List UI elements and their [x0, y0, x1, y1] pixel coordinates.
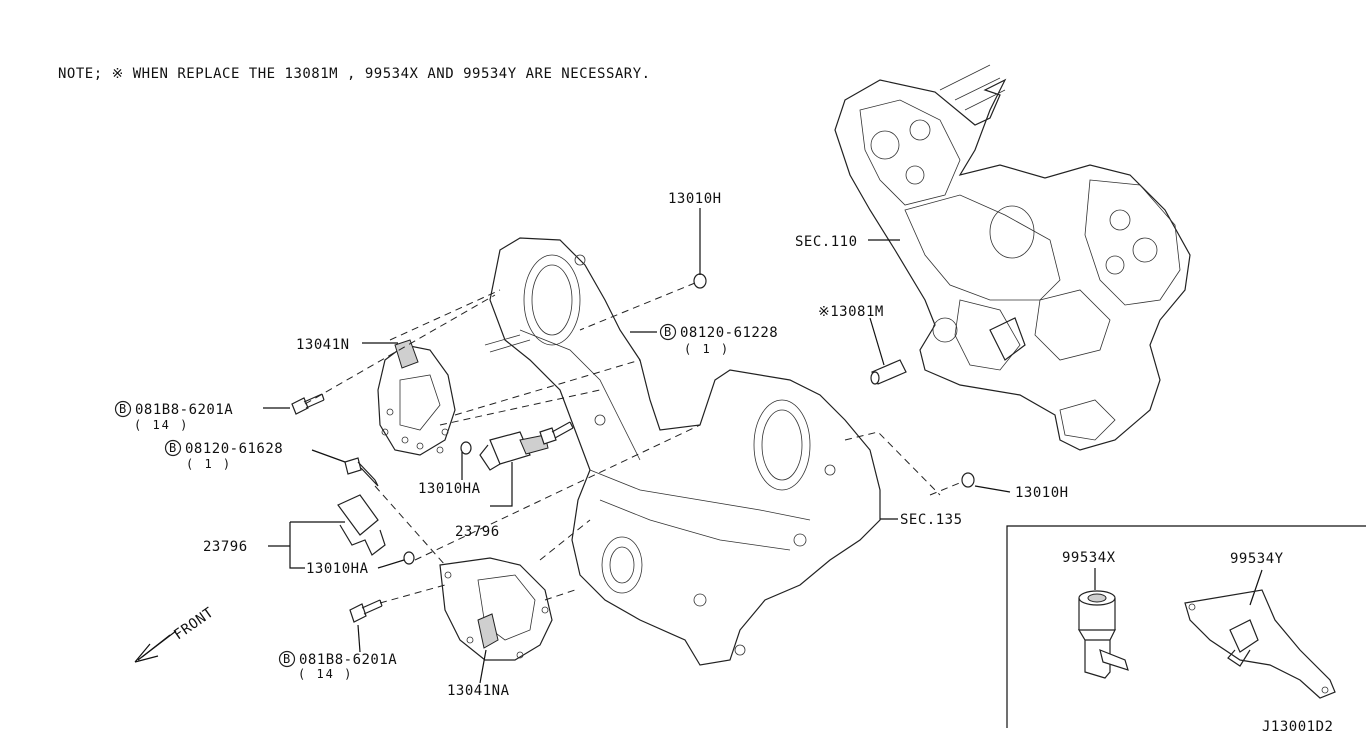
- bolt-marker-icon: [164, 439, 182, 457]
- label-front: FRONT: [171, 605, 217, 644]
- bolt-08120-61228: [539, 421, 574, 445]
- label-13010HA-upper: 13010HA: [418, 481, 481, 497]
- label-sec110: SEC.110: [795, 234, 858, 250]
- engine-block-sec110: [834, 64, 1191, 451]
- front-arrow-icon: [134, 630, 177, 663]
- label-08120-61228: 08120-61228: [680, 325, 778, 341]
- bolt-marker-letter: B: [283, 652, 292, 666]
- diagram-id: J13001D2: [1262, 719, 1333, 735]
- bolt-081B8-top: [291, 393, 325, 415]
- bracket-99534Y: [1184, 589, 1336, 699]
- label-sec135: SEC.135: [900, 512, 963, 528]
- solenoid-23796-center: [460, 431, 549, 471]
- label-13010H-right: 13010H: [1015, 485, 1069, 501]
- label-13010H-top: 13010H: [668, 191, 722, 207]
- label-13081M: ※13081M: [818, 304, 884, 320]
- bolt-marker-icon: [659, 323, 677, 341]
- inset-frame: [1006, 525, 1366, 728]
- bolt-marker-letter: B: [119, 402, 128, 416]
- label-081B8-top: 081B8-6201A: [135, 402, 233, 418]
- leader-99534Y: [1249, 569, 1263, 606]
- bolt-08120-61628: [344, 457, 379, 487]
- cover-13041NA: [439, 557, 553, 661]
- label-08120-61228-qty: ( 1 ): [684, 342, 730, 356]
- seal-13010H-top: [693, 273, 707, 289]
- cover-13041N: [377, 339, 456, 456]
- solenoid-23796-left: [337, 494, 415, 565]
- bolt-marker-letter: B: [664, 325, 673, 339]
- bolt-marker-letter: B: [169, 441, 178, 455]
- label-08120-61628: 08120-61628: [185, 441, 283, 457]
- label-99534Y: 99534Y: [1230, 551, 1284, 567]
- bolt-marker-icon: [278, 650, 296, 668]
- label-99534X: 99534X: [1062, 550, 1116, 566]
- sensor-99534X: [1077, 590, 1129, 679]
- label-13010HA-lower: 13010HA: [306, 561, 369, 577]
- bolt-081B8-bottom: [349, 599, 383, 623]
- label-081B8-bottom-qty: ( 14 ): [298, 667, 353, 681]
- label-13041NA: 13041NA: [447, 683, 510, 699]
- label-08120-61628-qty: ( 1 ): [186, 457, 232, 471]
- label-081B8-bottom: 081B8-6201A: [299, 652, 397, 668]
- assembly-lines: [304, 282, 963, 604]
- timing-cover-sec135: [484, 237, 881, 666]
- label-23796-left: 23796: [203, 539, 248, 555]
- label-081B8-top-qty: ( 14 ): [134, 418, 189, 432]
- seal-13010H-right: [961, 472, 975, 488]
- note-text: NOTE; ※ WHEN REPLACE THE 13081M , 99534X…: [58, 66, 651, 82]
- label-13041N: 13041N: [296, 337, 350, 353]
- bolt-marker-icon: [114, 400, 132, 418]
- label-23796-center: 23796: [455, 524, 500, 540]
- leader-lines: [263, 208, 1011, 684]
- dowel-13081M: [870, 359, 907, 385]
